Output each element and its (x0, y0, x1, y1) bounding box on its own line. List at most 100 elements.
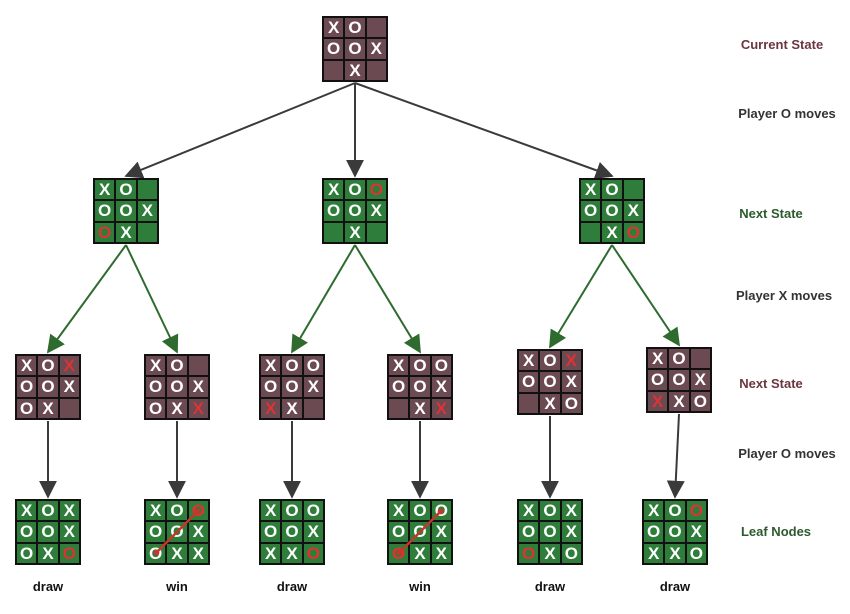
cell-mark-o: O (17, 377, 37, 397)
cell-empty (366, 18, 386, 38)
cell-mark-x: X (410, 543, 430, 563)
cell-mark-x: X (431, 377, 451, 397)
cell-mark-o: O (345, 201, 365, 221)
cell-mark-o: O (17, 522, 37, 542)
cell-mark-o: O (410, 356, 430, 376)
cell-mark-o: O (167, 501, 187, 521)
cell-mark-x: X (188, 398, 208, 418)
cell-mark-x: X (38, 543, 58, 563)
cell-mark-x: X (261, 356, 281, 376)
cell-mark-x: X (366, 201, 386, 221)
cell-mark-o: O (410, 522, 430, 542)
cell-mark-o: O (282, 501, 302, 521)
cell-mark-o: O (540, 372, 560, 392)
outcome-win-l4: win (409, 579, 431, 594)
cell-mark-o: O (38, 356, 58, 376)
cell-mark-o: O (686, 543, 706, 563)
cell-mark-o: O (95, 201, 115, 221)
cell-mark-x: X (581, 180, 601, 200)
cell-mark-x: X (431, 522, 451, 542)
cell-mark-x: X (648, 391, 668, 411)
cell-mark-o: O (540, 351, 560, 371)
cell-mark-x: X (303, 522, 323, 542)
edge-n1-to-m2 (125, 244, 179, 354)
label-current-state: Current State (740, 37, 824, 52)
cell-mark-o: O (561, 543, 581, 563)
cell-mark-x: X (95, 180, 115, 200)
cell-empty (188, 356, 208, 376)
cell-mark-o: O (261, 377, 281, 397)
cell-empty (690, 349, 710, 369)
cell-mark-o: O (345, 39, 365, 59)
cell-mark-o: O (669, 349, 689, 369)
cell-mark-o: O (116, 201, 136, 221)
cell-mark-x: X (623, 201, 643, 221)
cell-mark-o: O (540, 501, 560, 521)
cell-mark-o: O (17, 398, 37, 418)
cell-mark-o: O (324, 39, 344, 59)
cell-mark-x: X (690, 370, 710, 390)
cell-mark-o: O (282, 356, 302, 376)
outcome-draw-l1: draw (32, 579, 64, 594)
outcome-draw-l3: draw (276, 579, 308, 594)
cell-mark-o: O (188, 501, 208, 521)
cell-mark-x: X (561, 372, 581, 392)
cell-mark-x: X (17, 356, 37, 376)
label-player-o-moves-2: Player O moves (738, 446, 836, 461)
cell-mark-x: X (146, 501, 166, 521)
cell-mark-x: X (167, 543, 187, 563)
cell-empty (137, 180, 157, 200)
edge-n3-to-m5 (549, 244, 613, 349)
cell-mark-o: O (345, 18, 365, 38)
cell-empty (581, 222, 601, 242)
cell-mark-o: O (690, 391, 710, 411)
outcome-win-l2: win (166, 579, 188, 594)
cell-mark-x: X (282, 398, 302, 418)
label-leaf-nodes: Leaf Nodes (740, 524, 812, 539)
edge-n1-to-m1 (46, 244, 127, 354)
label-player-o-moves-1: Player O moves (738, 106, 836, 121)
cell-mark-o: O (686, 501, 706, 521)
edge-n2-to-m4 (354, 244, 421, 354)
cell-mark-o: O (303, 501, 323, 521)
cell-mark-x: X (59, 522, 79, 542)
cell-mark-x: X (648, 349, 668, 369)
cell-empty (389, 398, 409, 418)
cell-mark-x: X (561, 522, 581, 542)
cell-mark-x: X (59, 377, 79, 397)
cell-mark-o: O (410, 501, 430, 521)
cell-mark-x: X (665, 543, 685, 563)
cell-empty (59, 398, 79, 418)
cell-mark-o: O (167, 522, 187, 542)
cell-mark-x: X (188, 377, 208, 397)
cell-mark-o: O (669, 370, 689, 390)
cell-mark-x: X (519, 351, 539, 371)
cell-mark-o: O (519, 372, 539, 392)
cell-mark-x: X (540, 393, 560, 413)
cell-mark-x: X (644, 501, 664, 521)
cell-mark-o: O (410, 377, 430, 397)
cell-mark-o: O (561, 393, 581, 413)
cell-mark-o: O (303, 543, 323, 563)
cell-mark-x: X (116, 222, 136, 242)
cell-empty (137, 222, 157, 242)
edge-root-to-n1 (124, 82, 356, 179)
cell-mark-x: X (137, 201, 157, 221)
cell-mark-o: O (345, 180, 365, 200)
cell-mark-o: O (38, 501, 58, 521)
cell-mark-x: X (602, 222, 622, 242)
cell-mark-x: X (389, 501, 409, 521)
cell-mark-x: X (561, 351, 581, 371)
cell-mark-o: O (389, 377, 409, 397)
cell-empty (366, 60, 386, 80)
cell-mark-o: O (366, 180, 386, 200)
cell-mark-o: O (167, 377, 187, 397)
